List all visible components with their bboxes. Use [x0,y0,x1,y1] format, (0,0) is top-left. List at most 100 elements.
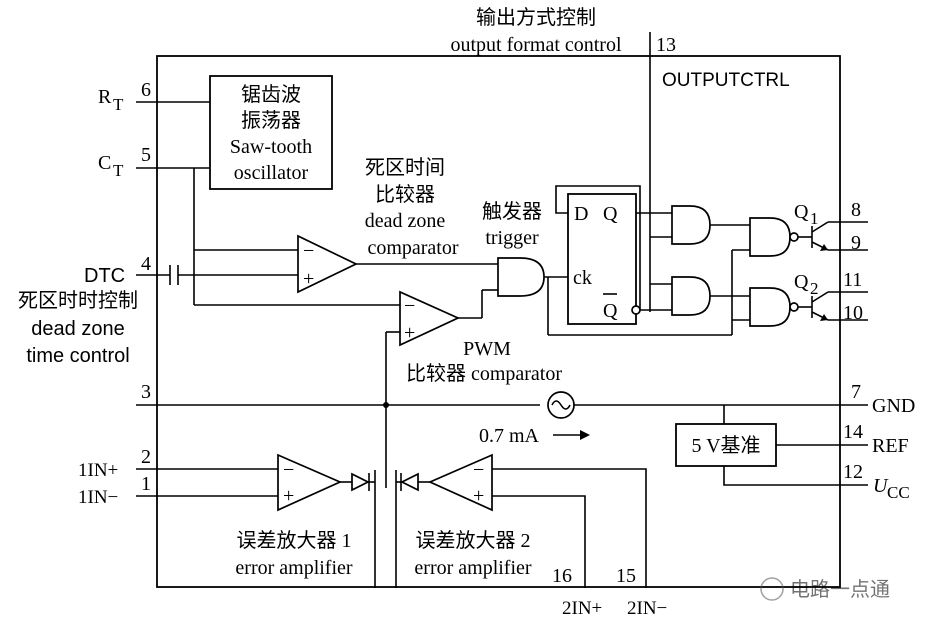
chip-outline [156,55,841,588]
pin-dtc-label: DTC [84,265,125,287]
pin6-number: 6 [141,79,151,101]
nor-gate-1 [749,217,791,257]
osc-en1: Saw-tooth [230,136,312,158]
dz-comp-plus: + [303,268,314,290]
osc-cn1: 锯齿波 [241,83,301,106]
dz-comp-en1: dead zone [365,210,446,232]
ff-ck: ck [573,267,592,289]
d-flipflop [567,193,637,325]
pin-2inm-label: 2IN− [627,598,667,619]
osc-cn2: 振荡器 [241,109,301,132]
pin10-number: 10 [843,302,863,324]
ea1-en: error amplifier [235,557,352,579]
osc-en2: oscillator [234,162,309,184]
pin8-number: 8 [851,199,861,221]
pwm-label-1: PWM [463,338,511,360]
pwm-label-2: 比较器 comparator [406,362,562,385]
dead-zone-comparator [297,234,358,294]
current-label: 0.7 mA [479,425,540,447]
ref-5v-label: 5 V基准 [691,434,760,457]
ea1-diode [351,472,370,492]
ea1-minus: − [283,459,294,481]
pin-rt-label: R T [98,86,124,114]
pin-ucc-label: U CC [873,475,910,502]
pin12-number: 12 [843,461,863,483]
outputctrl-label: OUTPUTCTRL [662,70,790,91]
transistor-q2 [811,291,868,321]
dtc-label-cn: 死区时时控制 [18,289,138,312]
pwm-comp-minus: − [404,295,415,317]
svg-text:U: U [873,475,889,497]
ucc-line [723,466,868,486]
dz-comp-cn1: 死区时间 [365,156,445,179]
nor-gate-1-bubble [789,232,799,242]
pin9-number: 9 [851,232,861,254]
sawtooth-oscillator-block [209,75,333,190]
ff-d: D [574,203,588,225]
ea2-en: error amplifier [414,557,531,579]
title-cn: 输出方式控制 [476,6,596,29]
watermark-text: 电路一点通 [790,578,890,601]
ea2-plus: + [473,485,484,507]
ff-qbar-bubble [631,305,641,315]
error-amplifier-2 [427,453,493,512]
q1-sub: 1 [810,209,819,228]
dtc-label-en2: time control [26,345,129,367]
and-gate-1 [671,205,711,245]
ff-qbar: Q [603,300,618,322]
trigger-gate [497,257,545,297]
svg-text:CC: CC [887,483,910,502]
ea2-diode [400,472,419,492]
ea2-minus: − [473,459,484,481]
trigger-en: trigger [485,227,539,249]
pin-2inp-label: 2IN+ [562,598,602,619]
pin16-number: 16 [552,565,572,587]
junction-dot [383,402,389,408]
svg-text:T: T [113,161,124,180]
pin11-number: 11 [843,269,862,291]
nor-gate-2 [749,287,791,327]
transistor-q1 [811,221,868,251]
pin-ct-label: C T [98,152,124,180]
pin3-number: 3 [141,381,151,403]
current-arrow-head [580,430,590,440]
ff-q: Q [603,203,618,225]
ea2-cn: 误差放大器 2 [416,529,531,552]
dz-comp-minus: − [303,240,314,262]
pin4-number: 4 [141,253,151,275]
chat-bubble-icon [760,577,784,601]
q2-label: Q [794,271,809,293]
ea1-cn: 误差放大器 1 [237,529,352,552]
pin15-line [492,468,647,588]
title-en: output format control [450,34,622,56]
pin-1inp-label: 1IN+ [78,460,118,481]
pin7-number: 7 [851,381,861,403]
pin16-line [492,495,586,588]
trigger-cn: 触发器 [482,200,542,223]
watermark: 电路一点通 [760,577,890,601]
ea1-plus: + [283,485,294,507]
pin1-number: 1 [141,473,151,495]
dz-comp-cn2: 比较器 [375,183,435,206]
error-amplifier-1 [277,453,343,512]
nor-gate-2-bubble [789,302,799,312]
q1-label: Q [794,201,809,223]
pwm-comp-plus: + [404,322,415,344]
and-gate-2 [671,276,711,316]
q2-sub: 2 [810,279,819,298]
svg-text:C: C [98,152,111,174]
pin13-number: 13 [656,34,676,56]
ff-d-feedback [555,185,641,310]
dz-comp-en2: comparator [367,237,458,259]
pin5-number: 5 [141,144,151,166]
svg-text:R: R [98,86,112,108]
pin-gnd-label: GND [872,395,915,417]
pin-1inm-label: 1IN− [78,487,118,508]
pin2-number: 2 [141,446,151,468]
svg-text:T: T [113,95,124,114]
pin14-number: 14 [843,421,863,443]
pin-ref-label: REF [872,435,909,457]
current-source-wave [551,400,571,410]
pin15-number: 15 [616,565,636,587]
